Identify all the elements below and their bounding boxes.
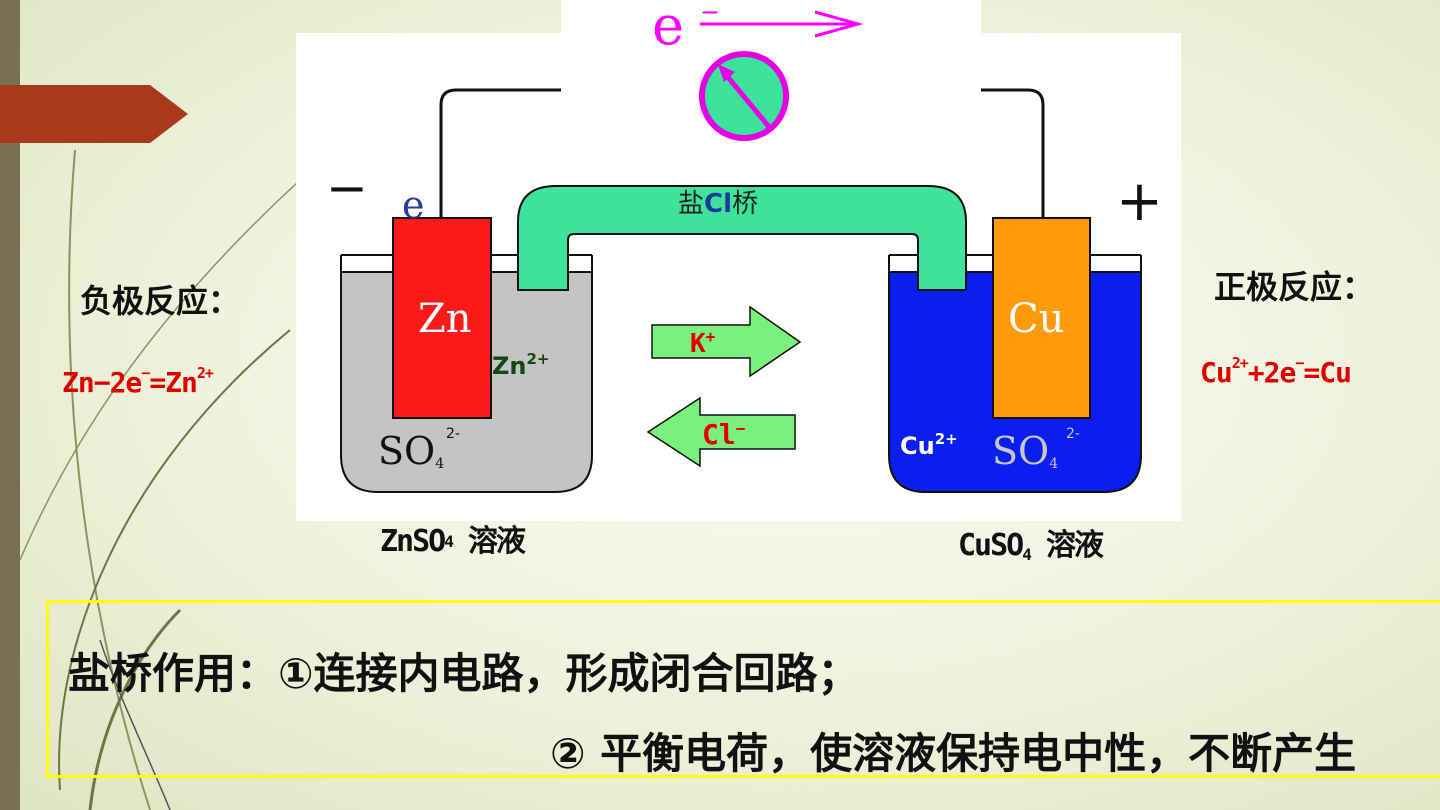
salt-bridge-label: 盐Cl桥 bbox=[678, 189, 758, 219]
galvanometer-needle bbox=[720, 68, 772, 130]
negative-reaction-label: 负极反应： bbox=[80, 282, 241, 320]
electron-small: e bbox=[402, 183, 425, 227]
negative-sign: − bbox=[326, 159, 368, 217]
negative-electrode-equation: Zn−2e−=Zn2+ bbox=[62, 364, 214, 399]
positive-electrode-equation: Cu2++2e−=Cu bbox=[1200, 354, 1352, 389]
positive-sign: + bbox=[1116, 169, 1163, 234]
cu-electrode-label: Cu bbox=[1008, 296, 1064, 342]
zn-ion-label: Zn2+ bbox=[492, 350, 550, 380]
zn-electrode-label: Zn bbox=[418, 296, 472, 342]
salt-bridge bbox=[517, 185, 967, 291]
electron-charge: − bbox=[700, 0, 720, 26]
salt-bridge-note-line2: ② 平衡电荷，使溶液保持电中性，不断产生 bbox=[550, 729, 1357, 778]
left-wire bbox=[439, 88, 561, 218]
right-sulfate-label: SO4 bbox=[992, 429, 1058, 473]
left-accent-bar bbox=[0, 0, 20, 810]
left-sulfate-charge: 2- bbox=[446, 426, 460, 442]
k-ion-arrow bbox=[651, 305, 802, 378]
right-wire bbox=[981, 88, 1045, 218]
cu-ion-label: Cu2+ bbox=[900, 430, 958, 460]
cl-ion-label: Cl− bbox=[702, 418, 746, 451]
salt-bridge-note-line1: 盐桥作用：①连接内电路，形成闭合回路； bbox=[68, 649, 860, 698]
k-ion-label: K+ bbox=[690, 327, 716, 359]
zn-electrode bbox=[392, 217, 492, 419]
salt-bridge-ion: Cl bbox=[704, 189, 732, 219]
salt-bridge-note-box bbox=[46, 600, 1440, 778]
galvanometer-needle-tip bbox=[718, 64, 735, 82]
left-sulfate-label: SO4 bbox=[378, 429, 444, 473]
positive-reaction-label: 正极反应： bbox=[1214, 268, 1375, 306]
cl-ion-arrow bbox=[646, 396, 796, 468]
cuso4-solution-label: CuSO4 溶液 bbox=[958, 528, 1104, 564]
title-arrow-tab bbox=[0, 85, 188, 143]
right-sulfate-charge: 2- bbox=[1066, 426, 1080, 442]
cu-electrode bbox=[992, 217, 1091, 419]
electron-flow-arrow-head bbox=[814, 10, 864, 38]
electron-symbol: e bbox=[652, 0, 684, 57]
galvanometer-panel bbox=[561, 0, 981, 34]
znso4-solution-label: ZnSO4 溶液 bbox=[380, 524, 526, 559]
